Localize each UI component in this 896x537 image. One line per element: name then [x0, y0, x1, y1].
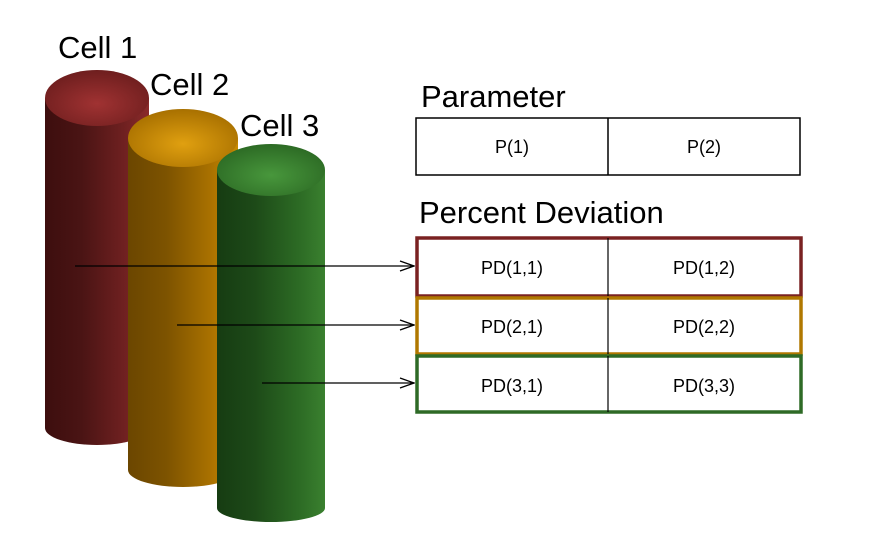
parameter-p2: P(2)	[687, 137, 721, 157]
cell-3-label: Cell 3	[240, 108, 319, 143]
percent-deviation-title: Percent Deviation	[419, 195, 664, 230]
parameter-table: P(1) P(2)	[415, 117, 801, 176]
cylinder-cell-3	[217, 144, 325, 522]
parameter-title: Parameter	[421, 79, 566, 114]
pd-2-2: PD(2,2)	[673, 317, 735, 337]
cylinder-cell-1	[45, 70, 149, 445]
pd-row-1: PD(1,1) PD(1,2)	[415, 236, 803, 298]
pd-2-1: PD(2,1)	[481, 317, 543, 337]
pd-3-3: PD(3,3)	[673, 376, 735, 396]
cell-2-label: Cell 2	[150, 67, 229, 102]
cell-1-label: Cell 1	[58, 30, 137, 65]
pd-row-3: PD(3,1) PD(3,3)	[415, 354, 803, 414]
parameter-p1: P(1)	[495, 137, 529, 157]
pd-1-1: PD(1,1)	[481, 258, 543, 278]
cylinder-cell-2	[128, 109, 238, 487]
pd-1-2: PD(1,2)	[673, 258, 735, 278]
pd-row-2: PD(2,1) PD(2,2)	[415, 296, 803, 356]
pd-3-1: PD(3,1)	[481, 376, 543, 396]
